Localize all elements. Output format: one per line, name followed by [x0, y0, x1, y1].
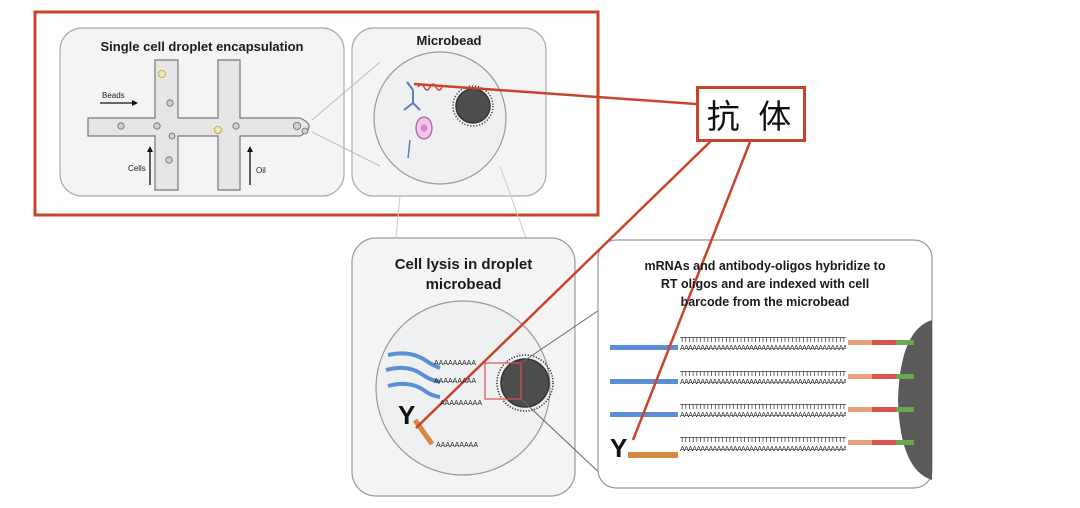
highlight-frame	[33, 10, 600, 217]
mrna-strands	[385, 351, 441, 399]
microfluidic-channel	[87, 59, 310, 191]
polya-tail: AAAAAAAAA	[436, 442, 479, 449]
oil-label: Oil	[256, 166, 266, 175]
cells-arrowhead	[147, 146, 153, 152]
antibody-arm	[406, 81, 414, 91]
lysis-title-line1: Cell lysis in droplet	[394, 256, 533, 273]
poly-a-row: AAAAAAAAAAAAAAAAAAAAAAAAAAAAAAAAAAAAAAAA…	[680, 345, 846, 352]
poly-t-row: TTTTTTTTTTTTTTTTTTTTTTTTTTTTTTTTTTTTTTTT…	[680, 404, 846, 411]
zoom-line	[311, 61, 381, 121]
antibody-y-mark: Y	[398, 400, 416, 430]
channel-particles	[117, 99, 309, 164]
cell-tail	[407, 139, 411, 159]
lysis-title-line2: microbead	[425, 276, 502, 293]
encapsulation-title: Single cell droplet encapsulation	[100, 39, 304, 54]
hybridize-line1: mRNAs and antibody-oligos hybridize to	[644, 259, 886, 273]
bead-particles	[158, 70, 222, 134]
polya-tail: AAAAAAAAA	[434, 360, 477, 367]
cells-label: Cells	[128, 164, 146, 173]
zoom-line	[311, 131, 381, 167]
lysis-bead-fringe	[496, 354, 554, 412]
polya-tail: AAAAAAAAA	[434, 378, 477, 385]
antibody-icon	[403, 90, 421, 111]
poly-a-row: AAAAAAAAAAAAAAAAAAAAAAAAAAAAAAAAAAAAAAAA…	[680, 412, 846, 419]
lysis-bead	[500, 358, 550, 408]
cell-nucleus	[420, 124, 428, 132]
poly-a-row: AAAAAAAAAAAAAAAAAAAAAAAAAAAAAAAAAAAAAAAA…	[680, 379, 846, 386]
microbead-title: Microbead	[416, 33, 482, 48]
oil-arrowhead	[247, 146, 253, 152]
callout-lines	[413, 82, 752, 441]
poly-t-row: TTTTTTTTTTTTTTTTTTTTTTTTTTTTTTTTTTTTTTTT…	[680, 337, 846, 344]
antibody-y-mark: Y	[610, 433, 628, 463]
lysis-droplet	[375, 300, 551, 476]
polya-tail: AAAAAAAAA	[440, 400, 483, 407]
beads-arrowhead	[132, 100, 138, 106]
poly-t-row: TTTTTTTTTTTTTTTTTTTTTTTTTTTTTTTTTTTTTTTT…	[680, 371, 846, 378]
poly-a-row: AAAAAAAAAAAAAAAAAAAAAAAAAAAAAAAAAAAAAAAA…	[680, 446, 846, 453]
poly-t-row: TTTTTTTTTTTTTTTTTTTTTTTTTTTTTTTTTTTTTTTT…	[680, 437, 846, 444]
bead-icon	[455, 88, 491, 124]
beads-label: Beads	[102, 91, 125, 100]
zoom-line	[520, 305, 606, 364]
zoom-box	[484, 362, 522, 400]
hybridize-line2: RT oligos and are indexed with cell	[660, 277, 870, 291]
microbead-droplet	[373, 51, 507, 185]
antibody-oligo	[412, 418, 435, 446]
antibody-callout: 抗 体	[696, 86, 806, 142]
hybridize-line3: barcode from the microbead	[680, 295, 850, 309]
encapsulation-panel	[59, 27, 345, 197]
bead-fringe	[452, 85, 494, 127]
zoom-line	[520, 398, 606, 479]
